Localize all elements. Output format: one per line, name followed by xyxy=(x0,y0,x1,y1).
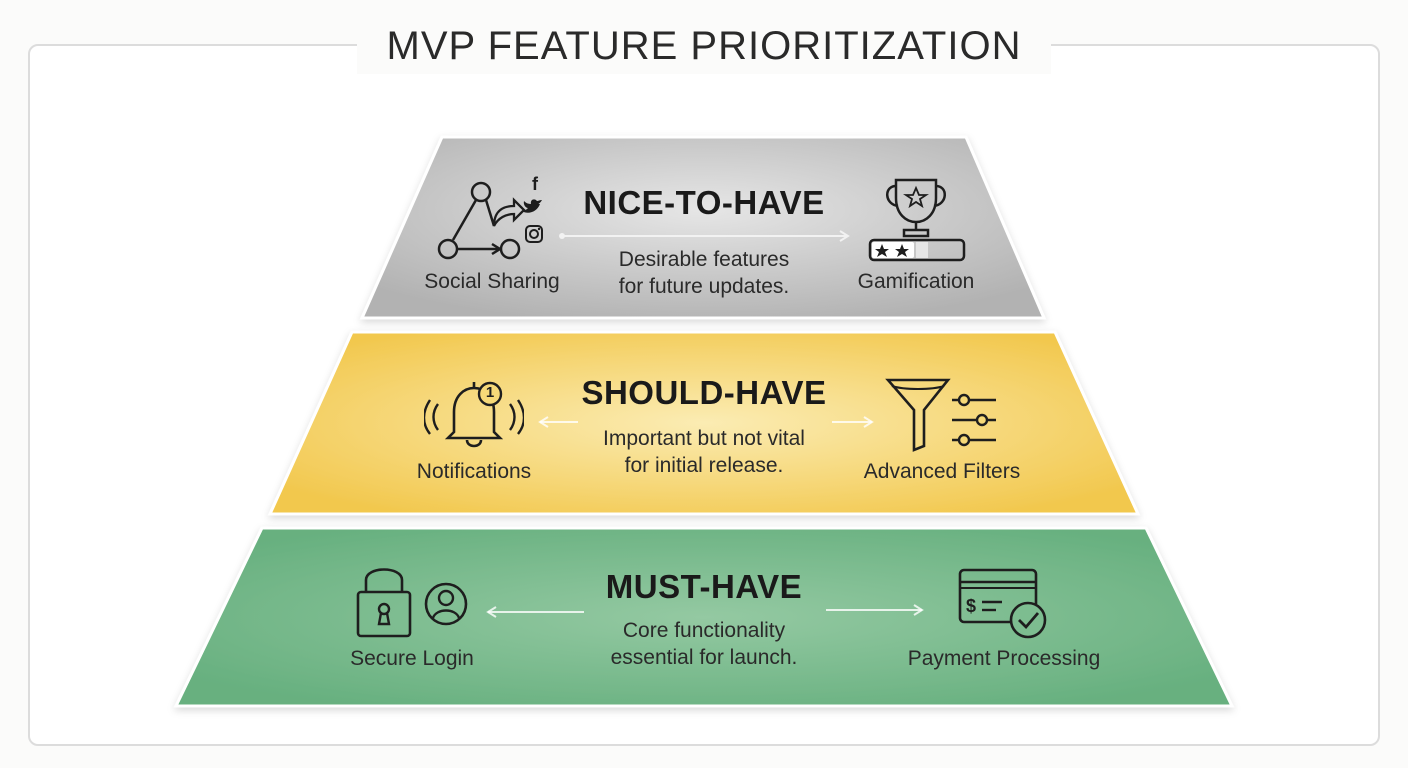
tier-must-shape xyxy=(173,526,1235,708)
tier-nice-shape xyxy=(359,135,1047,320)
tier-should-shape xyxy=(267,330,1141,516)
title-bar: MVP FEATURE PRIORITIZATION xyxy=(0,18,1408,74)
page-title: MVP FEATURE PRIORITIZATION xyxy=(356,18,1052,74)
